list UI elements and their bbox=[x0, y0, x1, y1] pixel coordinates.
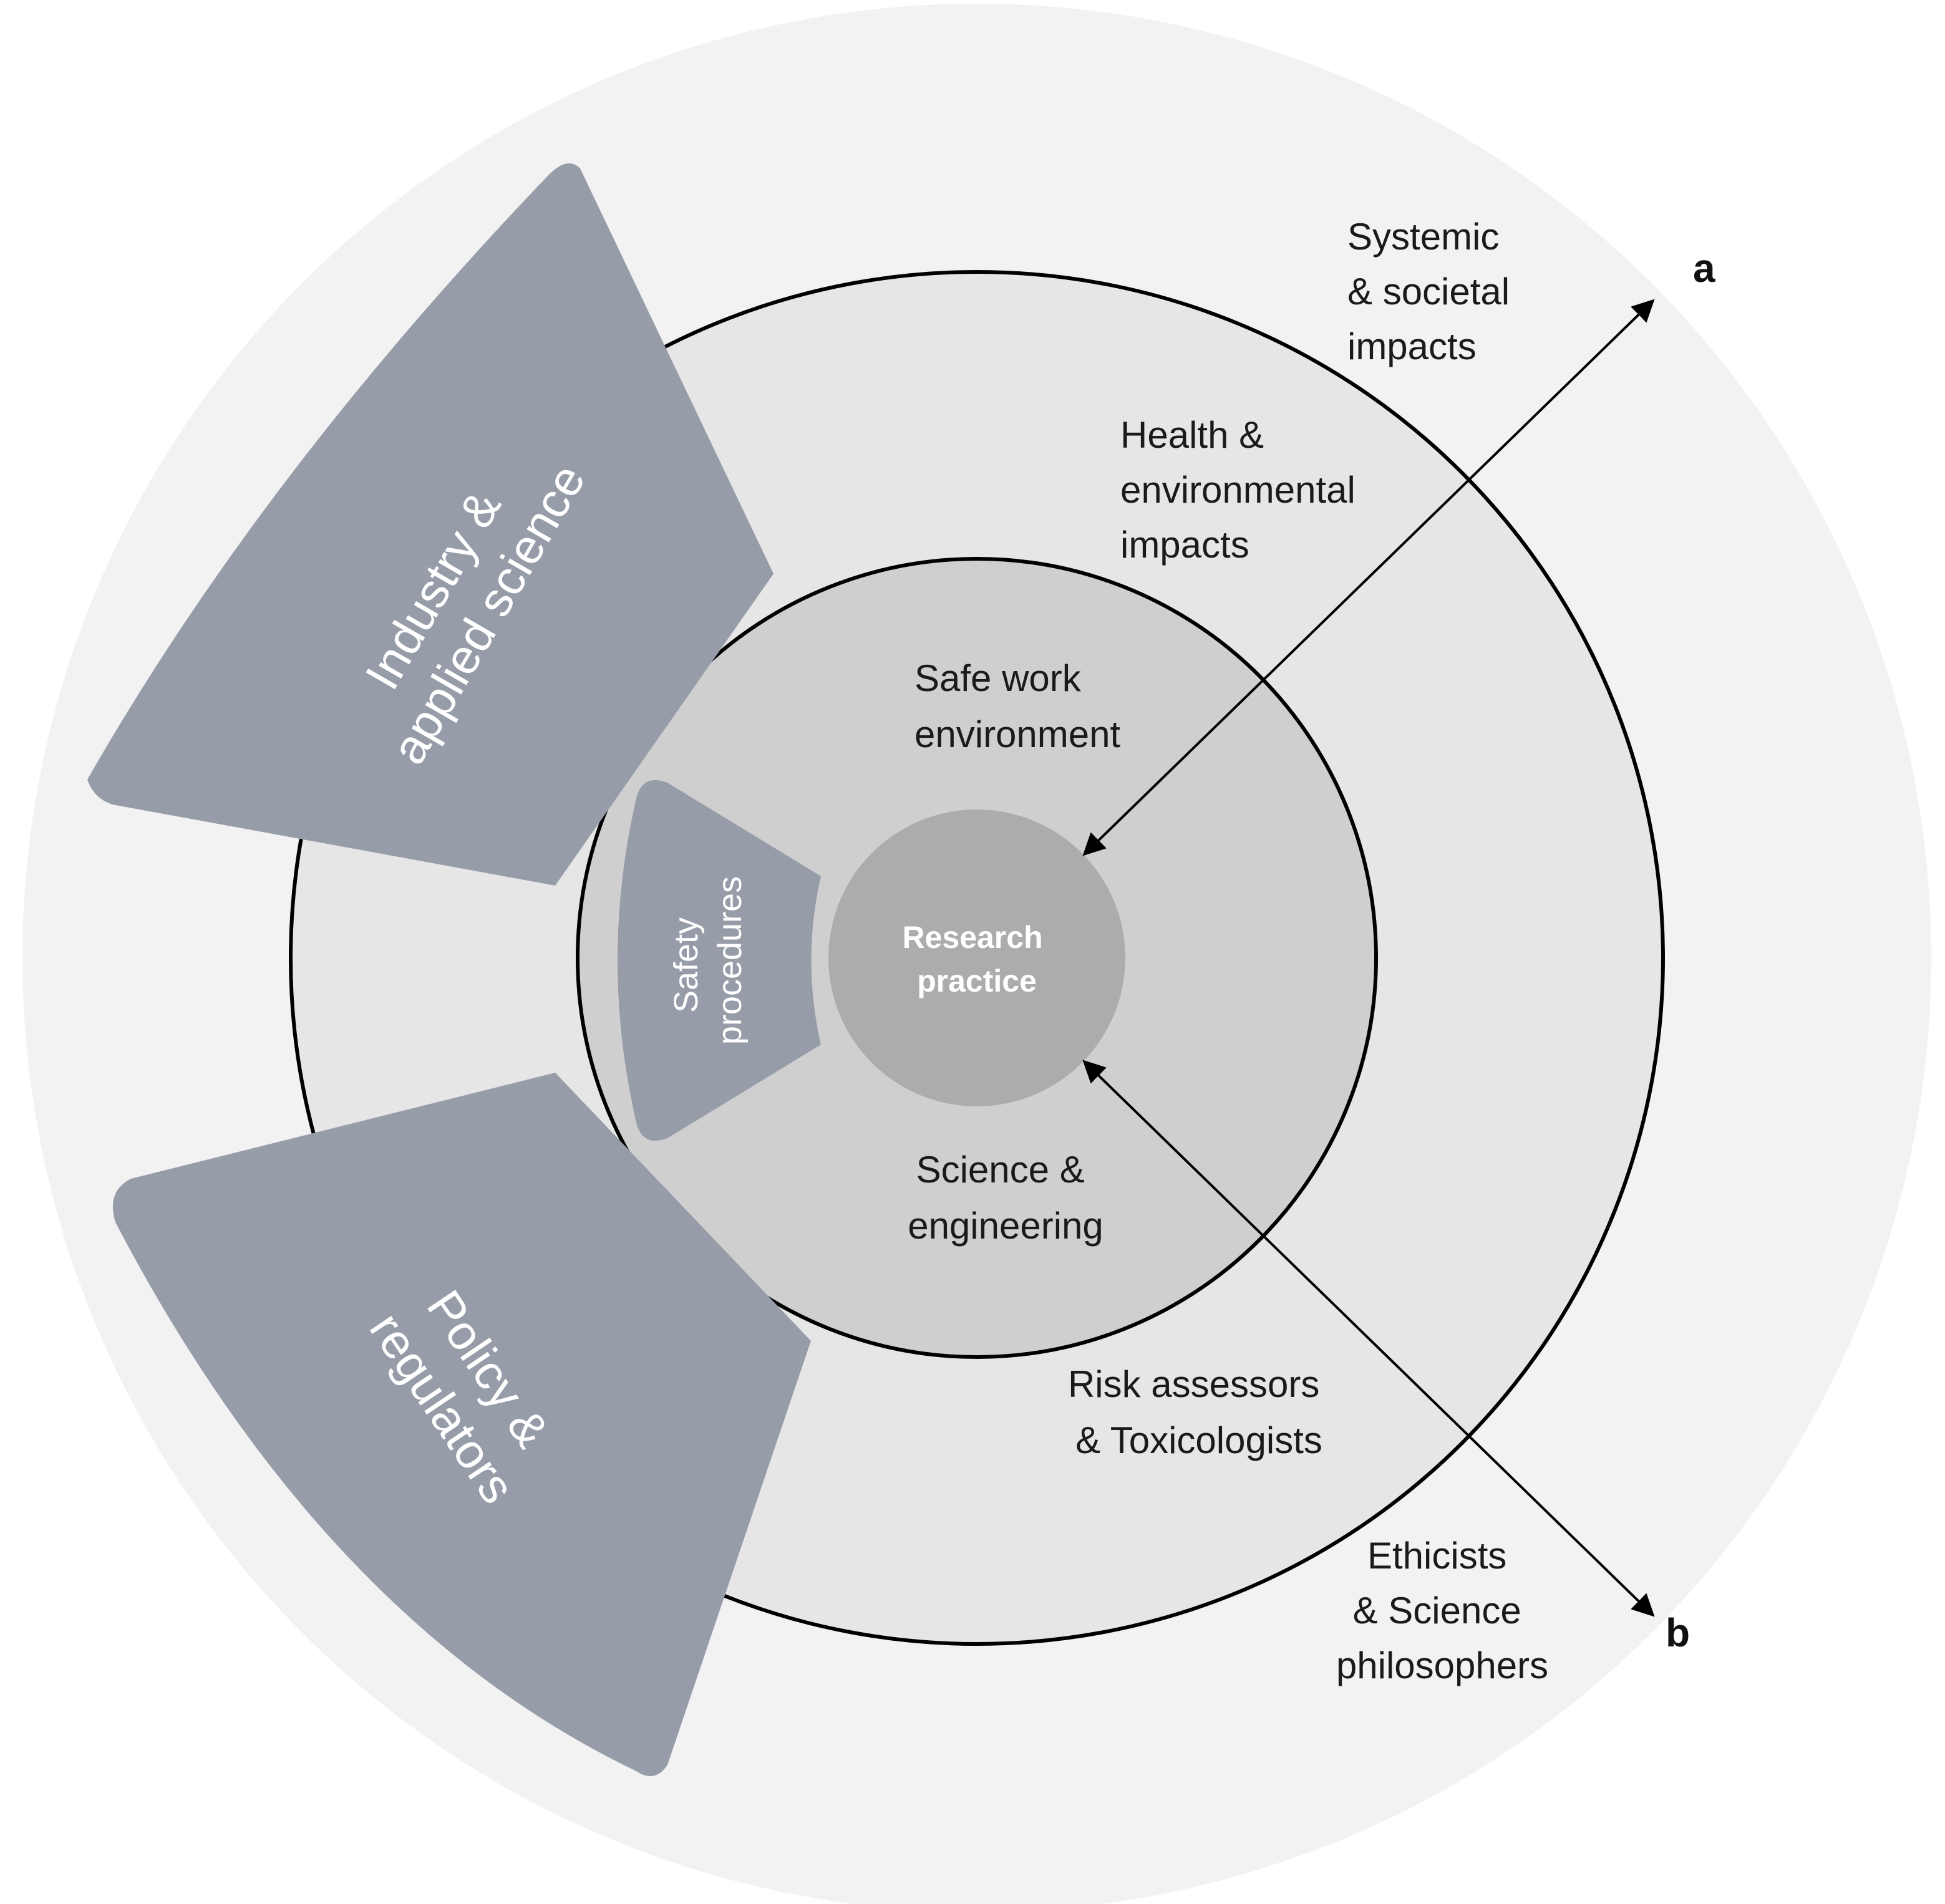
research-practice-label: Research practice bbox=[902, 920, 1051, 998]
safe-work-environment-label: Safe work environment bbox=[914, 657, 1121, 755]
arrow-b-label: b bbox=[1666, 1610, 1690, 1655]
risk-assessors-label: Risk assessors & Toxicologists bbox=[1068, 1363, 1330, 1461]
safety-procedures-wedge bbox=[618, 780, 821, 1141]
research-practice-circle bbox=[828, 809, 1125, 1106]
industry-wedge bbox=[87, 163, 774, 886]
policy-wedge bbox=[112, 1073, 812, 1776]
science-engineering-label: Science & engineering bbox=[908, 1149, 1103, 1247]
safety-procedures-label: Safety procedures bbox=[667, 876, 749, 1045]
arrow-a-label: a bbox=[1693, 246, 1715, 291]
arrow-b bbox=[1082, 1060, 1655, 1617]
arrow-a bbox=[1082, 299, 1655, 856]
systemic-impacts-label: Systemic & societal impacts bbox=[1347, 216, 1520, 367]
ethicists-label: Ethicists & Science philosophers bbox=[1336, 1535, 1548, 1686]
health-impacts-label: Health & environmental impacts bbox=[1120, 414, 1366, 566]
